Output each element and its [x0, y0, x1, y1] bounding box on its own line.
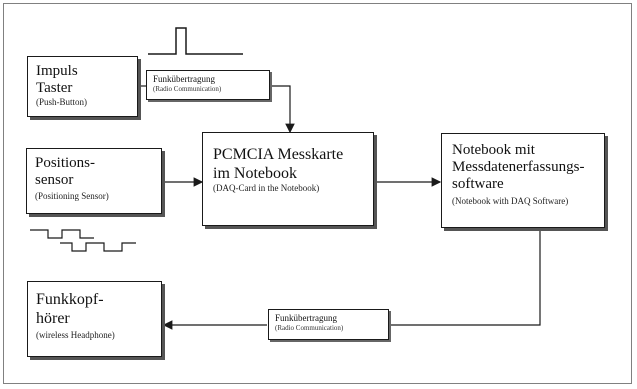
headphone-subtitle: (wireless Headphone): [36, 330, 115, 340]
push-button-title-1: Impuls: [36, 63, 78, 79]
push-button-subtitle: (Push-Button): [36, 97, 88, 107]
notebook-title-3: software: [452, 176, 504, 192]
headphone-title-1: Funkkopf-: [36, 291, 104, 308]
pcmcia-title-1: PCMCIA Messkarte: [213, 146, 344, 163]
position-sensor-box: Positions- sensor (Positioning Sensor): [26, 148, 162, 214]
quadrature-signal-a-icon: [30, 229, 94, 239]
arrow-notebook-to-radio: [390, 230, 541, 326]
headphone-title-2: hörer: [36, 310, 70, 327]
radio-top-sublabel: (Radio Communication): [153, 85, 222, 93]
arrow-radio-to-pcmcia: [270, 85, 295, 134]
radio-transmission-top: Funkübertragung (Radio Communication): [146, 70, 270, 100]
position-sensor-subtitle: (Positioning Sensor): [35, 191, 109, 201]
push-button-box: Impuls Taster (Push-Button): [27, 56, 138, 117]
position-sensor-title-1: Positions-: [35, 155, 96, 171]
radio-bottom-label: Funkübertragung: [275, 313, 337, 323]
notebook-box: Notebook mit Messdatenerfassungs- softwa…: [441, 133, 605, 228]
headphone-box: Funkkopf- hörer (wireless Headphone): [27, 281, 162, 357]
notebook-subtitle: (Notebook with DAQ Software): [452, 196, 569, 206]
notebook-title-1: Notebook mit: [452, 142, 535, 158]
radio-transmission-bottom: Funkübertragung (Radio Communication): [268, 309, 389, 340]
pcmcia-title-2: im Notebook: [213, 165, 297, 182]
quadrature-signal-b-icon: [60, 242, 136, 252]
push-button-title-2: Taster: [36, 80, 73, 96]
pulse-signal-icon: [148, 27, 243, 55]
pcmcia-card-box: PCMCIA Messkarte im Notebook (DAQ-Card i…: [202, 132, 374, 226]
position-sensor-title-2: sensor: [35, 172, 74, 188]
diagram-frame: [3, 3, 632, 384]
pcmcia-subtitle: (DAQ-Card in the Notebook): [213, 183, 320, 193]
notebook-title-2: Messdatenerfassungs-: [452, 159, 585, 175]
radio-top-label: Funkübertragung: [153, 74, 215, 84]
radio-bottom-sublabel: (Radio Communication): [275, 324, 344, 332]
